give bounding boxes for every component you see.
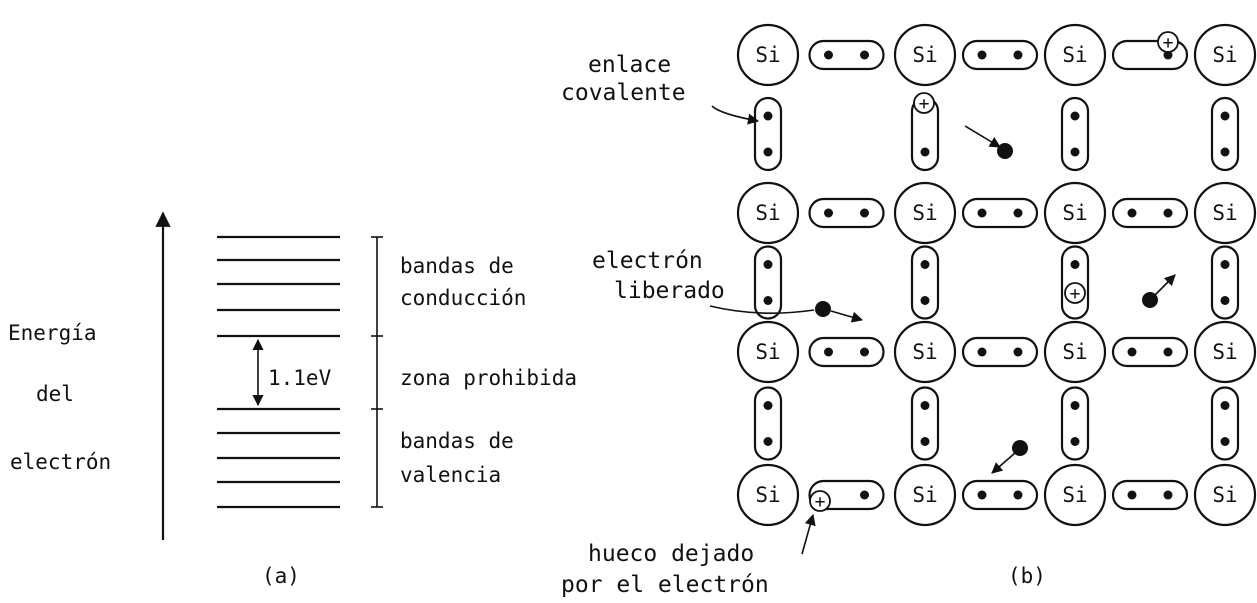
- hole-label-line-1: hueco dejado: [588, 541, 754, 567]
- valence-label-line-2: valencia: [400, 463, 501, 487]
- covalent-bond: [961, 479, 1039, 511]
- hole-symbol: +: [1070, 284, 1081, 305]
- caption-b: (b): [1008, 564, 1046, 588]
- covalent-bond: [753, 386, 783, 461]
- covalent-bond-pointer: [711, 105, 760, 125]
- silicon-atom: Si: [1043, 463, 1107, 527]
- free-electrons: [815, 125, 1176, 474]
- silicon-atom: Si: [893, 23, 957, 87]
- atom-symbol: Si: [912, 201, 937, 225]
- covalent-bond: [1111, 479, 1189, 511]
- atom-symbol: Si: [912, 483, 937, 507]
- silicon-atom: Si: [893, 463, 957, 527]
- silicon-atom: Si: [893, 181, 957, 245]
- silicon-atom: Si: [1193, 320, 1257, 384]
- gap-value: 1.1eV: [268, 366, 332, 390]
- covalent-bond: [961, 197, 1039, 229]
- freed-electron-pointer: [709, 305, 815, 314]
- covalent-bond: [961, 336, 1039, 368]
- valence-bands: [217, 407, 340, 509]
- atom-symbol: Si: [755, 483, 780, 507]
- covalent-bond: [808, 39, 885, 71]
- hole-symbol: +: [815, 492, 826, 513]
- atom-symbol: Si: [912, 340, 937, 364]
- conduction-bands: [217, 235, 340, 338]
- covalent-bond: [753, 245, 783, 320]
- atom-symbol: Si: [1212, 43, 1237, 67]
- silicon-atom: Si: [893, 320, 957, 384]
- free-electron: [815, 301, 864, 323]
- valence-label-line-1: bandas de: [400, 429, 514, 453]
- conduction-label-line-2: conducción: [400, 286, 526, 310]
- hole: +: [1064, 282, 1086, 305]
- covalent-bond-label-line-2: covalente: [561, 80, 686, 106]
- hole-symbol: +: [1163, 33, 1174, 54]
- silicon-atom: Si: [736, 463, 800, 527]
- atom-symbol: Si: [1062, 201, 1087, 225]
- atom-symbol: Si: [755, 201, 780, 225]
- hole: +: [913, 92, 935, 115]
- hole: +: [1157, 31, 1179, 54]
- silicon-atom: Si: [1043, 23, 1107, 87]
- covalent-bond: [1111, 197, 1189, 229]
- hole-label-line-2: por el electrón: [561, 572, 769, 598]
- atom-symbol: Si: [1212, 483, 1237, 507]
- silicon-atom: Si: [736, 181, 800, 245]
- atom-symbol: Si: [1212, 340, 1237, 364]
- freed-electron-label-line-2: liberado: [614, 278, 725, 304]
- silicon-atom: Si: [1193, 181, 1257, 245]
- free-electron: [964, 125, 1013, 159]
- silicon-atom: Si: [736, 23, 800, 87]
- covalent-bond: [808, 197, 885, 229]
- forbidden-zone-label: zona prohibida: [400, 366, 577, 390]
- covalent-bond: [753, 96, 783, 172]
- silicon-atom: Si: [736, 320, 800, 384]
- atom-symbol: Si: [755, 43, 780, 67]
- atom-symbol: Si: [1062, 43, 1087, 67]
- atom-symbol: Si: [1062, 340, 1087, 364]
- covalent-bond: [910, 245, 940, 320]
- hole: +: [809, 490, 831, 513]
- axis-label-line-2: del: [36, 382, 74, 406]
- axis-label-line-3: electrón: [10, 450, 111, 474]
- freed-electron-label-line-1: electrón: [592, 248, 703, 274]
- covalent-bond-label-line-1: enlace: [588, 52, 671, 78]
- conduction-label-line-1: bandas de: [400, 254, 514, 278]
- covalent-bond: [961, 39, 1039, 71]
- atom-symbol: Si: [755, 340, 780, 364]
- band-bracket: [371, 236, 383, 508]
- atom-symbol: Si: [1212, 201, 1237, 225]
- silicon-atom: Si: [1193, 23, 1257, 87]
- covalent-bond: [1111, 336, 1189, 368]
- silicon-atom: Si: [1193, 463, 1257, 527]
- silicon-atom: Si: [1043, 181, 1107, 245]
- covalent-bond: [1210, 96, 1240, 172]
- holes: + + + +: [809, 31, 1179, 513]
- covalent-bond: [1060, 386, 1090, 461]
- axis-label-line-1: Energía: [8, 321, 97, 345]
- covalent-bond: [910, 386, 940, 461]
- atom-symbol: Si: [1062, 483, 1087, 507]
- free-electron: [991, 440, 1028, 474]
- caption-a: (a): [262, 564, 300, 588]
- hole-pointer: [801, 513, 816, 555]
- energy-band-diagram: Energía del electrón 1.1eV: [8, 211, 577, 588]
- silicon-atom: Si: [1043, 320, 1107, 384]
- covalent-bond: [1060, 96, 1090, 172]
- covalent-bond: [1210, 245, 1240, 320]
- hole-symbol: +: [919, 94, 930, 115]
- covalent-bond: [1210, 386, 1240, 461]
- atom-symbol: Si: [912, 43, 937, 67]
- covalent-bond: [808, 336, 885, 368]
- free-electron: [1142, 274, 1176, 308]
